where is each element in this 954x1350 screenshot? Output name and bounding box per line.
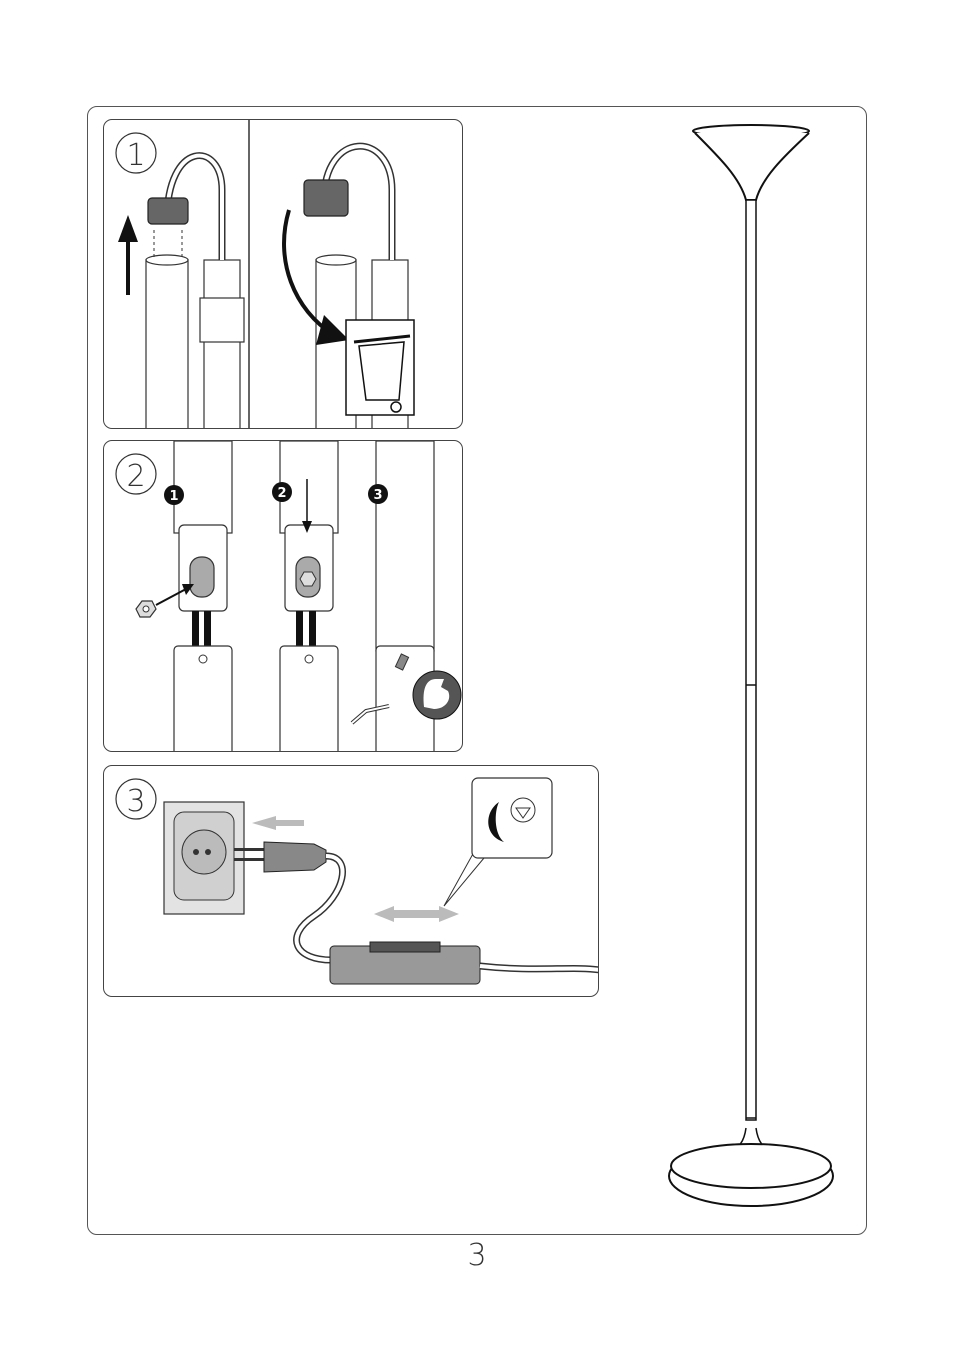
step-1-number: 1 xyxy=(126,138,145,173)
trash-bin-icon xyxy=(346,320,414,415)
step-2-illustration: 2 1 2 3 xyxy=(104,441,463,752)
plug-icon xyxy=(234,842,326,872)
substep-3-number: 3 xyxy=(373,488,382,503)
step-1-panel: 1 xyxy=(103,119,463,429)
substep-1-number: 1 xyxy=(169,489,178,504)
step-3-number: 3 xyxy=(126,784,145,819)
cable-icon xyxy=(148,198,188,224)
floor-lamp-icon xyxy=(660,118,850,1220)
step-1-illustration: 1 xyxy=(104,120,463,429)
dimmer-switch-icon xyxy=(330,942,480,984)
wall-socket-icon xyxy=(164,802,244,914)
step-2-panel: 2 1 2 3 xyxy=(103,440,463,752)
step-2-number: 2 xyxy=(126,459,145,494)
step-3-panel: 3 xyxy=(103,765,599,997)
strength-icon xyxy=(413,671,461,719)
double-arrow-icon xyxy=(374,906,459,922)
up-arrow-icon xyxy=(118,215,138,295)
substep-2-number: 2 xyxy=(277,486,286,501)
dimmer-symbol-icon xyxy=(444,778,552,906)
page-number: 3 xyxy=(0,1238,954,1273)
step-3-illustration: 3 xyxy=(104,766,599,997)
